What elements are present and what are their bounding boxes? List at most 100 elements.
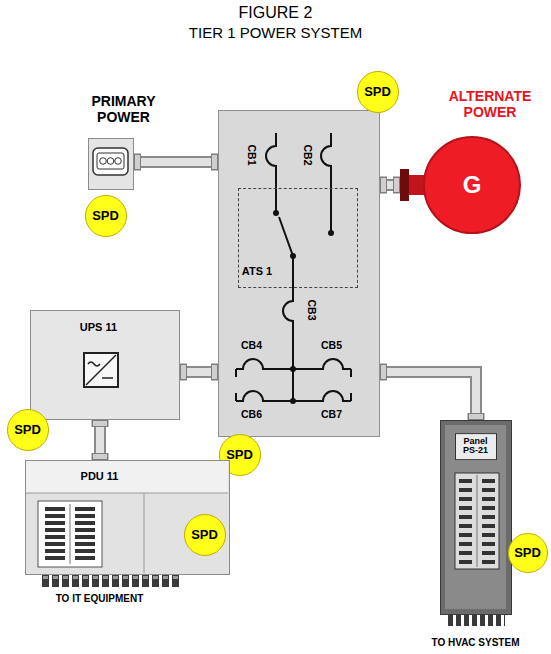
conduit-coupling — [92, 420, 109, 427]
conduit — [100, 420, 101, 460]
breaker-label: CB4 — [241, 338, 262, 350]
conduit-coupling — [380, 177, 387, 194]
breaker-wiring — [236, 133, 351, 401]
conduit-pipe — [134, 158, 218, 166]
feeder-row — [447, 614, 505, 627]
spd-circle: SPD — [85, 195, 127, 237]
switch-pivot — [290, 253, 296, 259]
conduit-outline — [134, 156, 218, 168]
conduit — [380, 185, 400, 186]
generator-flange — [400, 169, 409, 201]
conduit-coupling-face — [469, 414, 483, 419]
conduit-pipe — [380, 372, 476, 420]
conduit-coupling — [211, 154, 218, 171]
spd-label: SPD — [14, 422, 41, 437]
conduit-coupling-face — [394, 178, 399, 192]
meter-face — [97, 153, 124, 169]
conduit — [180, 372, 218, 373]
conduit-coupling — [211, 364, 218, 381]
outlet-row — [41, 575, 181, 588]
conduit-outline — [94, 420, 106, 460]
conduit-outline — [180, 366, 218, 378]
ups-icon-wave — [88, 362, 100, 366]
conduit-coupling-face — [93, 454, 107, 459]
switchgear-box: CB1CB2CB3CB4CB5CB6CB7SPDATS 1SPD — [218, 110, 380, 437]
conduit — [134, 162, 218, 163]
conduit-pipe — [380, 181, 400, 189]
ups-icon-frame — [84, 353, 118, 387]
figure-title: FIGURE 2 — [0, 3, 551, 22]
breaker-label: CB5 — [321, 338, 342, 350]
pdu-box: PDU 11TO IT EQUIPMENTSPD — [25, 460, 230, 575]
panel-inner — [445, 425, 506, 609]
conduit-coupling — [180, 364, 187, 381]
conduit-coupling-face — [212, 365, 217, 379]
generator-neck — [409, 175, 425, 195]
generator-body — [424, 137, 520, 233]
generator-drawing — [400, 135, 522, 235]
ups-box: UPS 11SPD — [30, 310, 180, 420]
spd-circle: SPD — [184, 514, 226, 556]
source-heading: PRIMARY POWER — [78, 92, 170, 124]
bus-junction — [290, 366, 296, 372]
meter-box: PRIMARY POWERSPD — [88, 138, 134, 190]
figure-subtitle: TIER 1 POWER SYSTEM — [0, 24, 551, 42]
conduit-coupling — [92, 453, 109, 460]
meter-dial — [115, 158, 122, 165]
ats-box: ATS 1 — [238, 188, 358, 288]
spd-circle: SPD — [508, 533, 548, 573]
conduit-coupling — [380, 364, 387, 381]
spd-circle: SPD — [7, 409, 49, 451]
ups-icon-diagonal — [86, 355, 116, 385]
breaker-panel — [38, 501, 102, 567]
source-heading: ALTERNATE POWER — [434, 88, 546, 120]
spd-label: SPD — [191, 527, 218, 542]
meter-housing — [93, 148, 128, 175]
conduit-coupling — [134, 154, 141, 171]
breaker-label: CB7 — [321, 407, 342, 419]
spd-label: SPD — [514, 545, 541, 560]
breaker-label: CB1 — [245, 144, 257, 165]
spd-label: SPD — [92, 208, 119, 223]
conduit-pipe — [180, 368, 218, 376]
destination-label: TO IT EQUIPMENT — [56, 593, 144, 605]
bus-junction — [290, 398, 296, 404]
conduit-coupling-face — [181, 365, 186, 379]
ats-label: ATS 1 — [242, 265, 272, 278]
generator: ALTERNATE POWERG — [400, 135, 522, 235]
equipment-label: UPS 11 — [80, 320, 117, 333]
meter-icon — [89, 139, 133, 189]
conduit — [380, 372, 476, 420]
meter-dial — [107, 158, 114, 165]
meter-dial — [100, 158, 107, 165]
conduit-coupling-face — [93, 421, 107, 426]
panel-box: Panel PS-21TO HVAC SYSTEMSPD — [440, 420, 512, 615]
switch-contact — [328, 230, 334, 236]
breaker-label: CB2 — [301, 144, 313, 165]
conduit-coupling — [468, 413, 485, 420]
pdu-top-band — [26, 461, 228, 493]
switch-contact — [273, 210, 279, 216]
conduit-outline — [380, 372, 476, 420]
panel-label: Panel PS-21 — [455, 433, 497, 461]
destination-label: TO HVAC SYSTEM — [432, 637, 520, 649]
pdu-band-line — [26, 493, 228, 494]
conduit-pipe — [96, 420, 104, 460]
conduit-coupling-face — [212, 155, 217, 169]
breaker-label: CB6 — [241, 407, 262, 419]
breaker-label: CB3 — [305, 299, 317, 320]
conduit-coupling-face — [381, 178, 386, 192]
ups-icon-dc — [102, 377, 113, 379]
conduit-coupling — [393, 177, 400, 194]
spd-label: SPD — [226, 447, 253, 462]
breaker-rows — [455, 477, 499, 567]
pdu-divider — [144, 493, 145, 573]
breaker-strip — [455, 473, 499, 569]
generator-letter: G — [463, 171, 482, 199]
spd-label: SPD — [364, 84, 391, 99]
conduit-coupling-face — [135, 155, 140, 169]
breaker-rows — [38, 506, 102, 562]
conduit-coupling-face — [381, 365, 386, 379]
spd-circle: SPD — [357, 71, 399, 113]
